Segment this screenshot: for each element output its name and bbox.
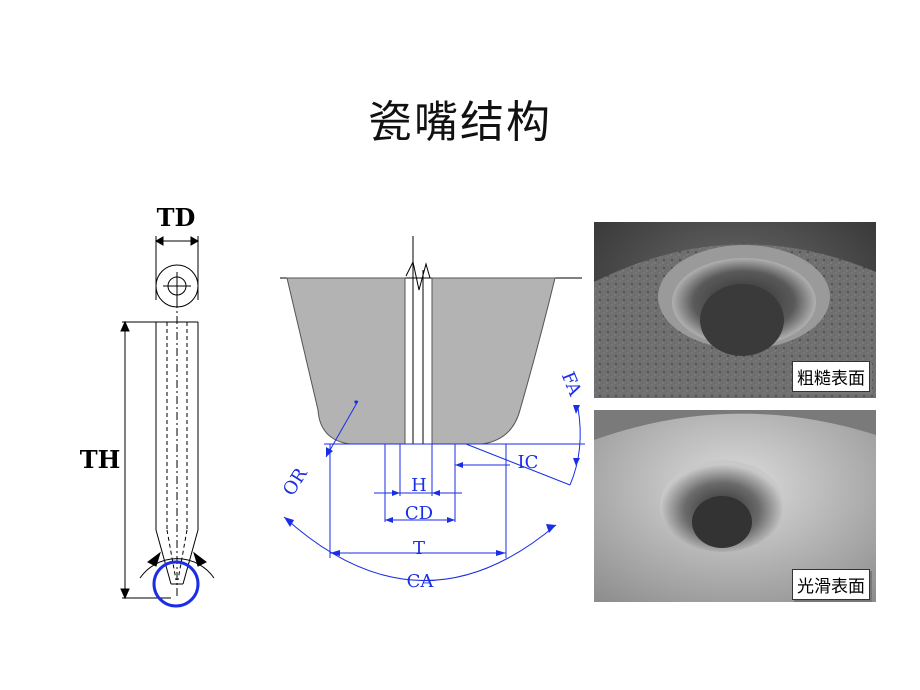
sem-image-rough: 粗糙表面 (594, 222, 876, 398)
dimension-arrows (284, 405, 580, 556)
t-label: T (413, 538, 425, 559)
tip-highlight-circle (152, 560, 200, 608)
smooth-hole (692, 496, 752, 548)
rough-hole (700, 284, 784, 356)
td-arrow-left (154, 236, 164, 246)
break-line (405, 260, 431, 291)
slide-title: 瓷嘴结构 (368, 97, 552, 148)
h-label: H (411, 475, 427, 496)
fa-label: FA (557, 369, 586, 400)
ca-label: CA (407, 571, 435, 592)
sem-image-smooth: 光滑表面 (594, 410, 876, 602)
td-label: TD (157, 203, 196, 232)
rough-surface-caption: 粗糙表面 (792, 361, 870, 392)
cd-label: CD (405, 503, 433, 524)
ic-label: IC (518, 452, 539, 473)
th-label: TH (80, 445, 121, 474)
top-view-circle (155, 264, 199, 308)
tip-body-right (431, 277, 556, 445)
or-label: OR (279, 464, 312, 500)
td-arrow-right (190, 236, 200, 246)
tip-body-left (286, 277, 406, 445)
dimension-lines (283, 400, 585, 582)
smooth-surface-caption: 光滑表面 (792, 569, 870, 600)
